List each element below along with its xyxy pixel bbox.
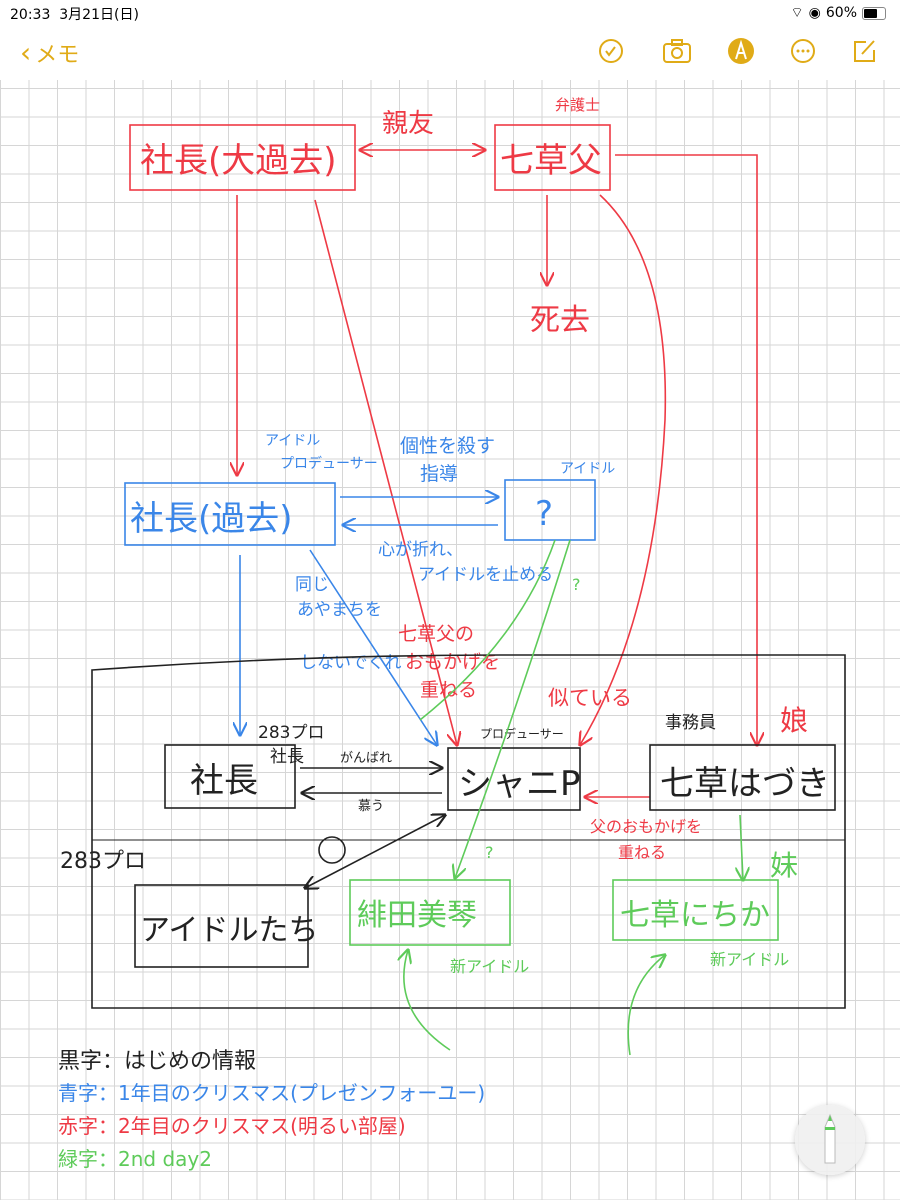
president-old-box <box>129 124 356 191</box>
broke-text-1: 心が折れ、 <box>378 540 463 560</box>
mikoto-box <box>349 879 511 946</box>
new-idol-label-2: 新アイドル <box>710 950 789 969</box>
president-past-box <box>124 482 336 546</box>
producer-small-label: プロデューサー <box>480 726 564 741</box>
toolbar: ‹メモ <box>0 30 900 74</box>
red-similar-arrow <box>580 194 667 745</box>
president-text: 社長 <box>190 761 258 801</box>
daughter-label: 娘 <box>780 704 808 737</box>
overlap-text-3: 重ねる <box>420 679 477 701</box>
overlap-text-1: 七草父の <box>398 623 474 645</box>
note-canvas[interactable] <box>0 80 900 1200</box>
idol-label: アイドル <box>560 461 615 477</box>
legend-black: 黒字：はじめの情報 <box>58 1049 256 1074</box>
broke-text-2: アイドルを止める <box>418 565 553 585</box>
mikoto-text: 緋田美琴 <box>357 898 477 933</box>
green-arrow-to-mikoto <box>455 539 571 878</box>
back-button[interactable]: ‹メモ <box>20 36 79 69</box>
president-old-text: 社長(大過去) <box>140 141 337 181</box>
question-text: ? <box>535 494 553 534</box>
death-label: 死去 <box>530 303 590 338</box>
date: 3月21日(日) <box>59 7 139 23</box>
lawyer-label: 弁護士 <box>555 96 600 114</box>
nichika-box <box>612 879 779 941</box>
green-question-2: ? <box>485 843 494 862</box>
legend-blue: 青字：1年目のクリスマス(プレゼンフォーユー) <box>58 1081 485 1105</box>
friend-label: 親友 <box>382 109 434 139</box>
red-daughter-arrow <box>615 154 757 745</box>
sister-label: 妹 <box>770 849 798 882</box>
nanakusa-father-text: 七草父 <box>500 141 602 181</box>
hazuki-box <box>649 744 836 811</box>
producer-label-2: プロデューサー <box>280 455 378 472</box>
idols-text: アイドルたち <box>140 913 319 948</box>
back-label: メモ <box>35 42 80 68</box>
agency-frame <box>91 654 846 1009</box>
hazuki-text: 七草はづき <box>660 764 830 804</box>
time: 20:33 <box>10 7 51 23</box>
compose-icon[interactable] <box>850 36 880 66</box>
status-bar: 20:33 3月21日(日) ⌔◉60% <box>0 0 900 24</box>
same-text-1: 同じ <box>295 575 329 595</box>
shanip-box <box>447 747 581 811</box>
green-sister-arrow <box>740 814 743 880</box>
green-arrow-up-mikoto <box>404 950 451 1051</box>
orientation-lock-icon: ◉ <box>808 5 821 21</box>
legend-red: 赤字：2年目のクリスマス(明るい部屋) <box>58 1114 406 1138</box>
pencil-icon <box>824 1113 836 1164</box>
president-past-text: 社長(過去) <box>130 499 293 539</box>
shanip-text: シャニP <box>458 764 581 804</box>
legend-green: 緑字：2nd day2 <box>58 1147 212 1171</box>
similar-label: 似ている <box>548 686 632 710</box>
green-question-1: ? <box>572 575 581 594</box>
nanakusa-father-box <box>494 124 611 191</box>
idols-box <box>134 884 309 968</box>
nichika-text: 七草にちか <box>620 898 770 933</box>
new-idol-label-1: 新アイドル <box>450 957 529 976</box>
producer-label-1: アイドル <box>265 433 320 449</box>
idol-question-box <box>504 479 596 541</box>
smile-icon <box>318 836 346 864</box>
battery-icon <box>862 6 886 20</box>
admire-label: 慕う <box>358 799 384 814</box>
green-line-1 <box>419 539 556 721</box>
checklist-icon[interactable] <box>596 36 626 66</box>
cheer-label: がんばれ <box>340 751 392 766</box>
agency-label-1: 283プロ <box>258 723 324 743</box>
chevron-left-icon: ‹ <box>20 36 32 69</box>
president-box <box>164 744 296 809</box>
father-overlap-1: 父のおもかげを <box>590 817 702 836</box>
pencil-tool-button[interactable] <box>795 1105 865 1175</box>
agency-label: 283プロ <box>60 849 146 874</box>
idols-arrow <box>305 815 445 888</box>
camera-icon[interactable] <box>662 36 692 66</box>
red-arrow-to-shanip <box>314 199 457 745</box>
wifi-icon: ⌔ <box>790 5 804 21</box>
more-icon[interactable] <box>788 36 818 66</box>
blue-arrow-to-shanip <box>309 549 437 745</box>
same-text-2: あやまちを <box>297 600 382 620</box>
clerk-label: 事務員 <box>665 713 716 733</box>
green-arrow-up-nichika <box>627 955 665 1056</box>
markup-pen-icon[interactable] <box>726 36 756 66</box>
battery-percent: 60% <box>825 5 857 21</box>
agency-label-2: 社長 <box>270 747 304 767</box>
father-overlap-2: 重ねる <box>618 843 666 862</box>
guidance-text-2: 指導 <box>420 463 458 485</box>
guidance-text-1: 個性を殺す <box>400 435 495 457</box>
